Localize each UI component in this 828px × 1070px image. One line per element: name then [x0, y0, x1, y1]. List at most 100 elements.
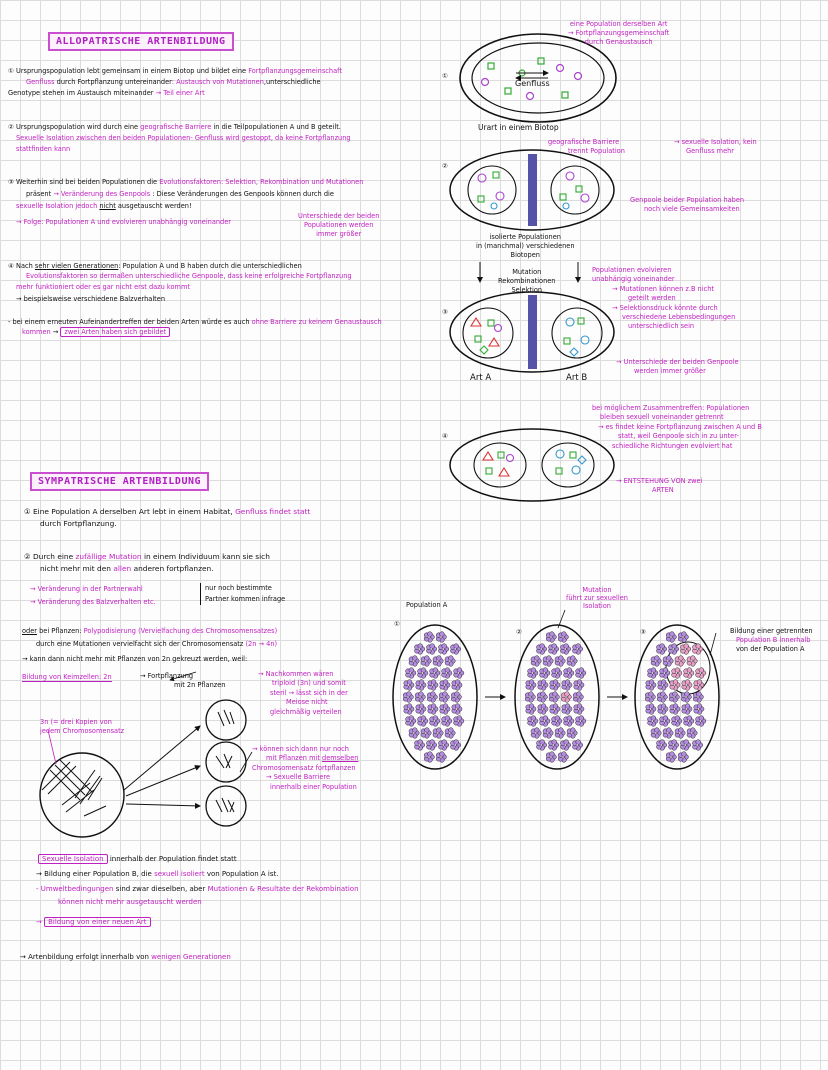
flower-icon [644, 691, 656, 703]
flower-icon [453, 715, 465, 727]
flower-icon [683, 667, 695, 679]
sym-poly: oder bei Pflanzen: Polypodisierung (Verv… [22, 627, 278, 635]
flower-icon [536, 643, 547, 655]
flower-icon [438, 691, 450, 703]
sym-concl-5: → Artenbildung erfolgt innerhalb von wen… [20, 953, 231, 961]
flower-icon [423, 751, 435, 763]
flower-icon [527, 667, 539, 679]
sym-step2-partner: → Veränderung in der Partnerwahl [30, 585, 143, 593]
flower-icon [575, 715, 587, 727]
art-a-label: Art A [470, 373, 492, 383]
population-ellipse-1 [392, 624, 478, 770]
flower-icon [426, 739, 437, 751]
sym-fig-number-2: ② [516, 628, 522, 636]
sym-poly-line3: → kann dann nicht mehr mit Pflanzen von … [22, 655, 248, 663]
flower-icon [438, 739, 449, 751]
flower-icon [524, 691, 536, 703]
allo-step1-line2: Genfluss durch Fortpflanzung untereinand… [26, 78, 321, 86]
flower-icon [403, 703, 415, 715]
flower-icon [657, 703, 669, 715]
flower-icon [677, 751, 689, 763]
flower-icon [563, 715, 575, 727]
flower-icon [432, 727, 444, 739]
flower-icon [429, 667, 441, 679]
allo-step1: ① Ursprungspopulation lebt gemeinsam in … [8, 67, 342, 75]
flower-icon [557, 631, 569, 643]
flower-icon [573, 679, 585, 691]
allo-step4: ④ Nach sehr vielen Generationen: Populat… [8, 262, 302, 270]
flower-icon [668, 691, 680, 703]
flower-icon [680, 739, 691, 751]
population-a-label: Population A [406, 601, 448, 609]
flower-icon [527, 715, 539, 727]
flower-icon [444, 655, 456, 667]
plant-cell-b [205, 741, 247, 783]
encounter-notes: bei möglichem Zusammentreffen: Populatio… [592, 404, 762, 450]
allo-step4-line4: → beispielsweise verschiedene Balzverhal… [16, 295, 165, 303]
genfluss-label: Genfluss [515, 79, 550, 88]
flower-icon [677, 631, 689, 643]
flower-icon [420, 655, 432, 667]
flower-icon [645, 703, 657, 715]
sym-concl-4: → Bildung von einer neuen Art [36, 917, 151, 927]
flower-icon [417, 715, 429, 727]
flower-icon [669, 679, 681, 691]
flower-icon [572, 643, 583, 655]
flower-icon [551, 715, 563, 727]
flower-icon [450, 739, 461, 751]
flower-icon [645, 679, 657, 691]
flower-icon [692, 691, 704, 703]
flower-icon [450, 643, 461, 655]
flower-icon [560, 643, 571, 655]
sym-step2: ② Durch eine zufällige Mutation in einem… [24, 552, 270, 561]
flower-icon [439, 703, 451, 715]
flower-icon [683, 715, 695, 727]
sym-concl-1: Sexuelle Isolation innerhalb der Populat… [38, 854, 237, 864]
flower-icon [669, 703, 681, 715]
flower-icon [554, 727, 566, 739]
plant-cell-3n [39, 752, 125, 838]
sym-title: SYMPATRISCHE ARTENBILDUNG [30, 472, 210, 491]
sym-concl-3: - Umweltbedingungen sind zwar dieselben,… [36, 885, 359, 893]
flower-icon [453, 667, 465, 679]
flower-icon [557, 751, 569, 763]
flower-icon [537, 679, 549, 691]
flower-icon [408, 655, 420, 667]
flower-icon [692, 643, 703, 655]
flower-icon [560, 739, 571, 751]
flower-icon [650, 727, 662, 739]
flower-individuals [402, 631, 707, 763]
flower-icon [680, 691, 692, 703]
flower-icon [647, 667, 659, 679]
flower-icon [656, 691, 668, 703]
flower-icon [548, 643, 559, 655]
sym-poly-line2: durch eine Mutationen vervielfacht sich … [36, 640, 278, 648]
plant-cell-a [205, 699, 247, 741]
flower-icon [408, 727, 420, 739]
flower-icon [420, 727, 432, 739]
flower-icon [545, 751, 557, 763]
population-ellipse-2 [514, 624, 600, 770]
flower-icon [549, 703, 561, 715]
flower-icon [573, 703, 585, 715]
flower-icon [530, 655, 542, 667]
fig-number-3: ③ [442, 308, 448, 316]
flower-icon [444, 727, 456, 739]
allo-title: ALLOPATRISCHE ARTENBILDUNG [48, 32, 234, 51]
flower-icon [414, 643, 425, 655]
flower-icon [566, 727, 578, 739]
flower-icon [668, 643, 679, 655]
allo-step4-line5: - bei einem erneuten Aufeinandertreffen … [8, 318, 382, 326]
flower-icon [695, 715, 707, 727]
flower-icon [441, 667, 453, 679]
flower-icon [417, 667, 429, 679]
flower-icon [530, 727, 542, 739]
